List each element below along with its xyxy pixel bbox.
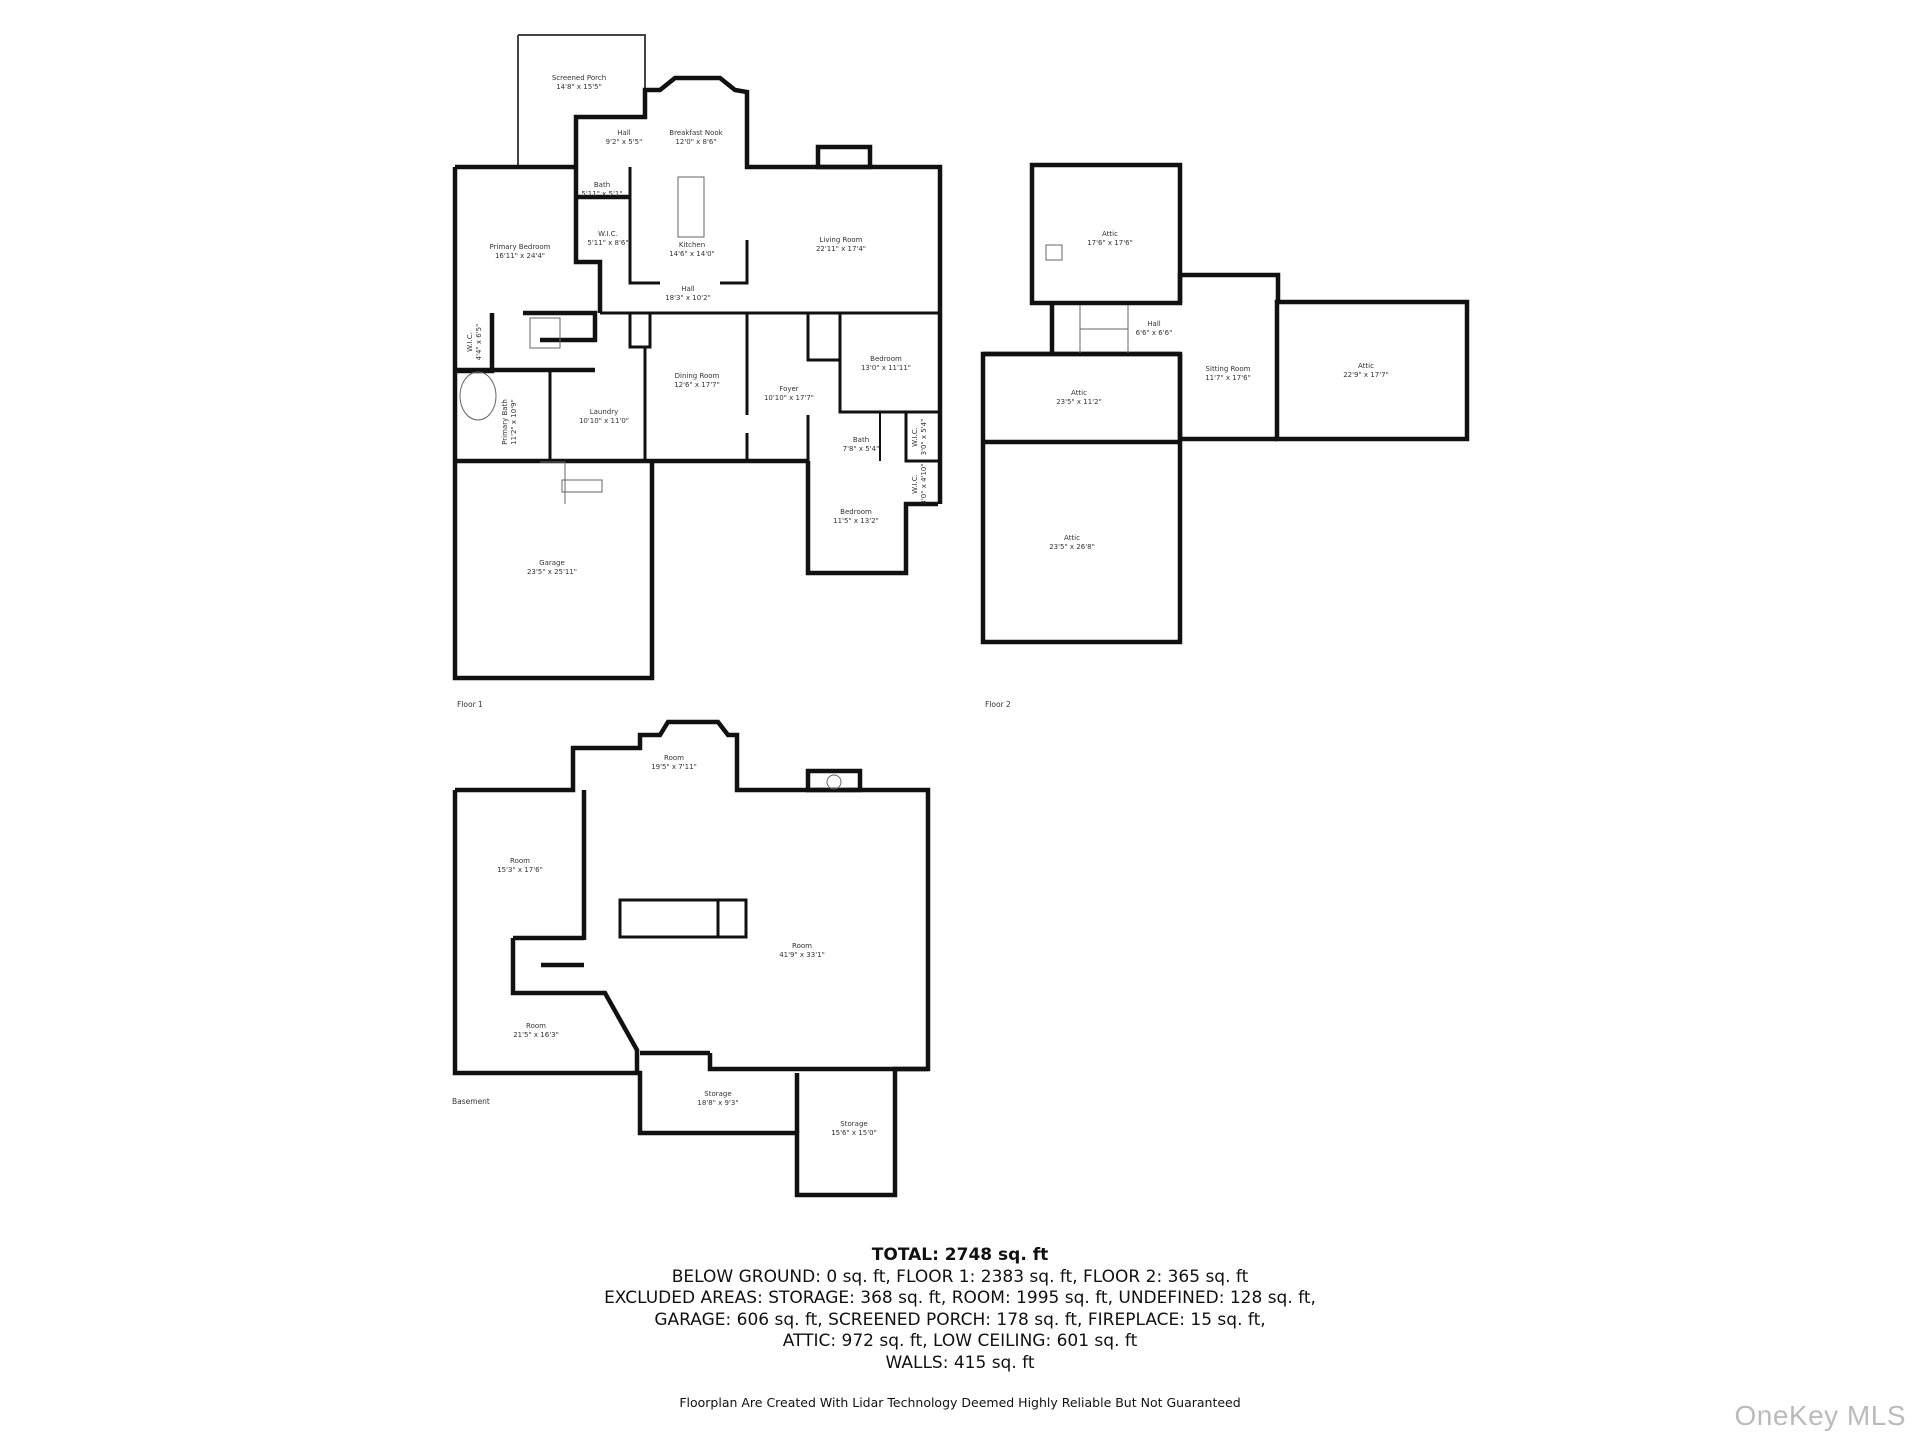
area-summary: TOTAL: 2748 sq. ft BELOW GROUND: 0 sq. f… bbox=[0, 1245, 1920, 1374]
floor2-label: Floor 2 bbox=[985, 700, 1011, 709]
floor2-walls bbox=[980, 162, 1470, 645]
summary-line: WALLS: 415 sq. ft bbox=[885, 1352, 1035, 1373]
summary-line: ATTIC: 972 sq. ft, LOW CEILING: 601 sq. … bbox=[782, 1331, 1138, 1351]
room-label-wic: W.I.C.5'11" x 8'6" bbox=[587, 230, 629, 247]
basement-label: Basement bbox=[452, 1097, 490, 1106]
total-area: TOTAL: 2748 sq. ft bbox=[871, 1245, 1049, 1265]
room-label-wic-primary: W.I.C.4'4" x 6'5" bbox=[466, 323, 483, 361]
summary-line: BELOW GROUND: 0 sq. ft, FLOOR 1: 2383 sq… bbox=[671, 1266, 1249, 1287]
room-label-wic-3: W.I.C.3'0" x 4'10" bbox=[911, 463, 928, 505]
summary-line: GARAGE: 606 sq. ft, SCREENED PORCH: 178 … bbox=[654, 1309, 1266, 1330]
disclaimer: Floorplan Are Created With Lidar Technol… bbox=[679, 1395, 1241, 1410]
watermark-logo: OneKey MLS bbox=[1734, 1400, 1906, 1431]
summary-line: EXCLUDED AREAS: STORAGE: 368 sq. ft, ROO… bbox=[604, 1288, 1316, 1308]
floor1-label: Floor 1 bbox=[457, 700, 483, 709]
room-label-wic-2: W.I.C.3'0" x 5'4" bbox=[911, 418, 928, 456]
floor1-walls bbox=[452, 34, 943, 681]
basement-walls bbox=[452, 719, 931, 1198]
